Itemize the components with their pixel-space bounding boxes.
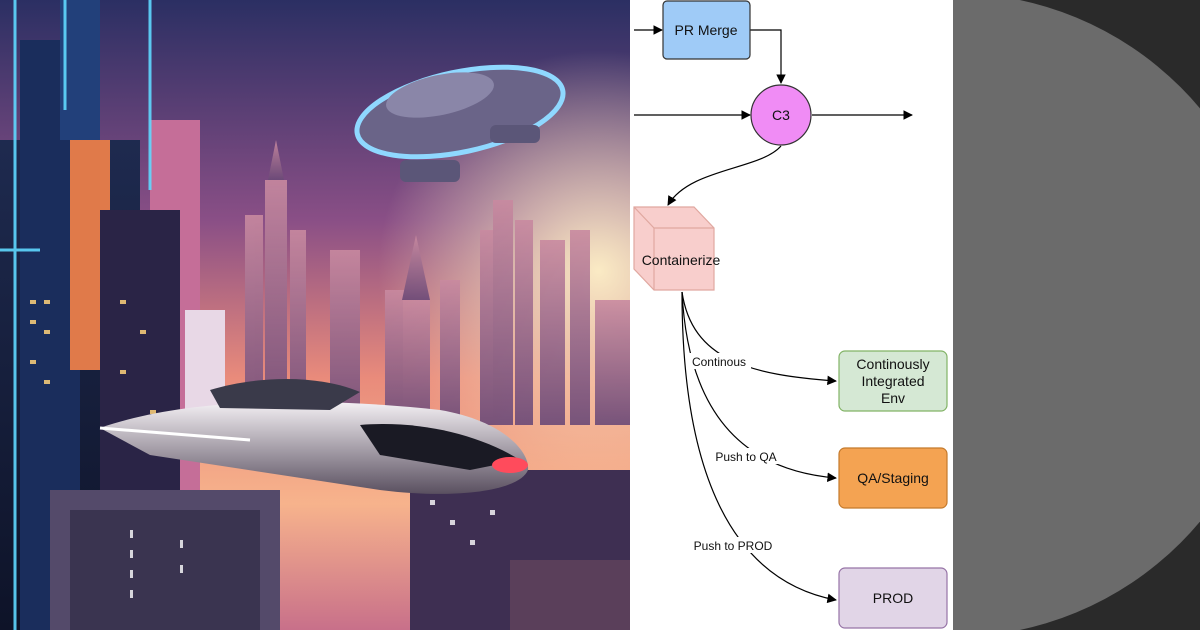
node-containerize-label: Containerize (642, 252, 721, 268)
edge-containerize-to-prod (681, 291, 837, 604)
node-pr-merge-label: PR Merge (674, 22, 737, 38)
node-ci-env-line-1: Continously (856, 356, 929, 372)
node-qa-staging-label: QA/Staging (857, 470, 929, 486)
node-ci-env-line-2: Integrated (861, 373, 924, 389)
edge-containerize-to-qa (681, 291, 837, 483)
node-ci-env[interactable]: Continously Integrated Env (838, 350, 948, 412)
node-containerize[interactable]: Containerize (633, 206, 721, 291)
node-ci-env-line-3: Env (881, 390, 905, 406)
decorative-grey-circle (953, 0, 1200, 630)
node-pr-merge[interactable]: PR Merge (662, 0, 751, 60)
node-qa-staging[interactable]: QA/Staging (838, 447, 948, 509)
edge-pr-merge-to-c3 (750, 29, 786, 84)
node-c3[interactable]: C3 (750, 84, 812, 146)
edge-c3-to-containerize (667, 145, 782, 206)
decorative-circle-panel (953, 0, 1200, 630)
node-c3-label: C3 (772, 107, 790, 123)
edge-label-push-to-qa: Push to QA (715, 450, 776, 464)
node-prod-label: PROD (873, 590, 913, 606)
futuristic-city-illustration (0, 0, 630, 630)
edge-label-continuous: Continous (692, 355, 746, 369)
edge-label-push-to-prod: Push to PROD (694, 539, 773, 553)
node-prod[interactable]: PROD (838, 567, 948, 629)
pipeline-flow-diagram: Continous Push to QA Push to PROD PR Mer… (630, 0, 953, 630)
